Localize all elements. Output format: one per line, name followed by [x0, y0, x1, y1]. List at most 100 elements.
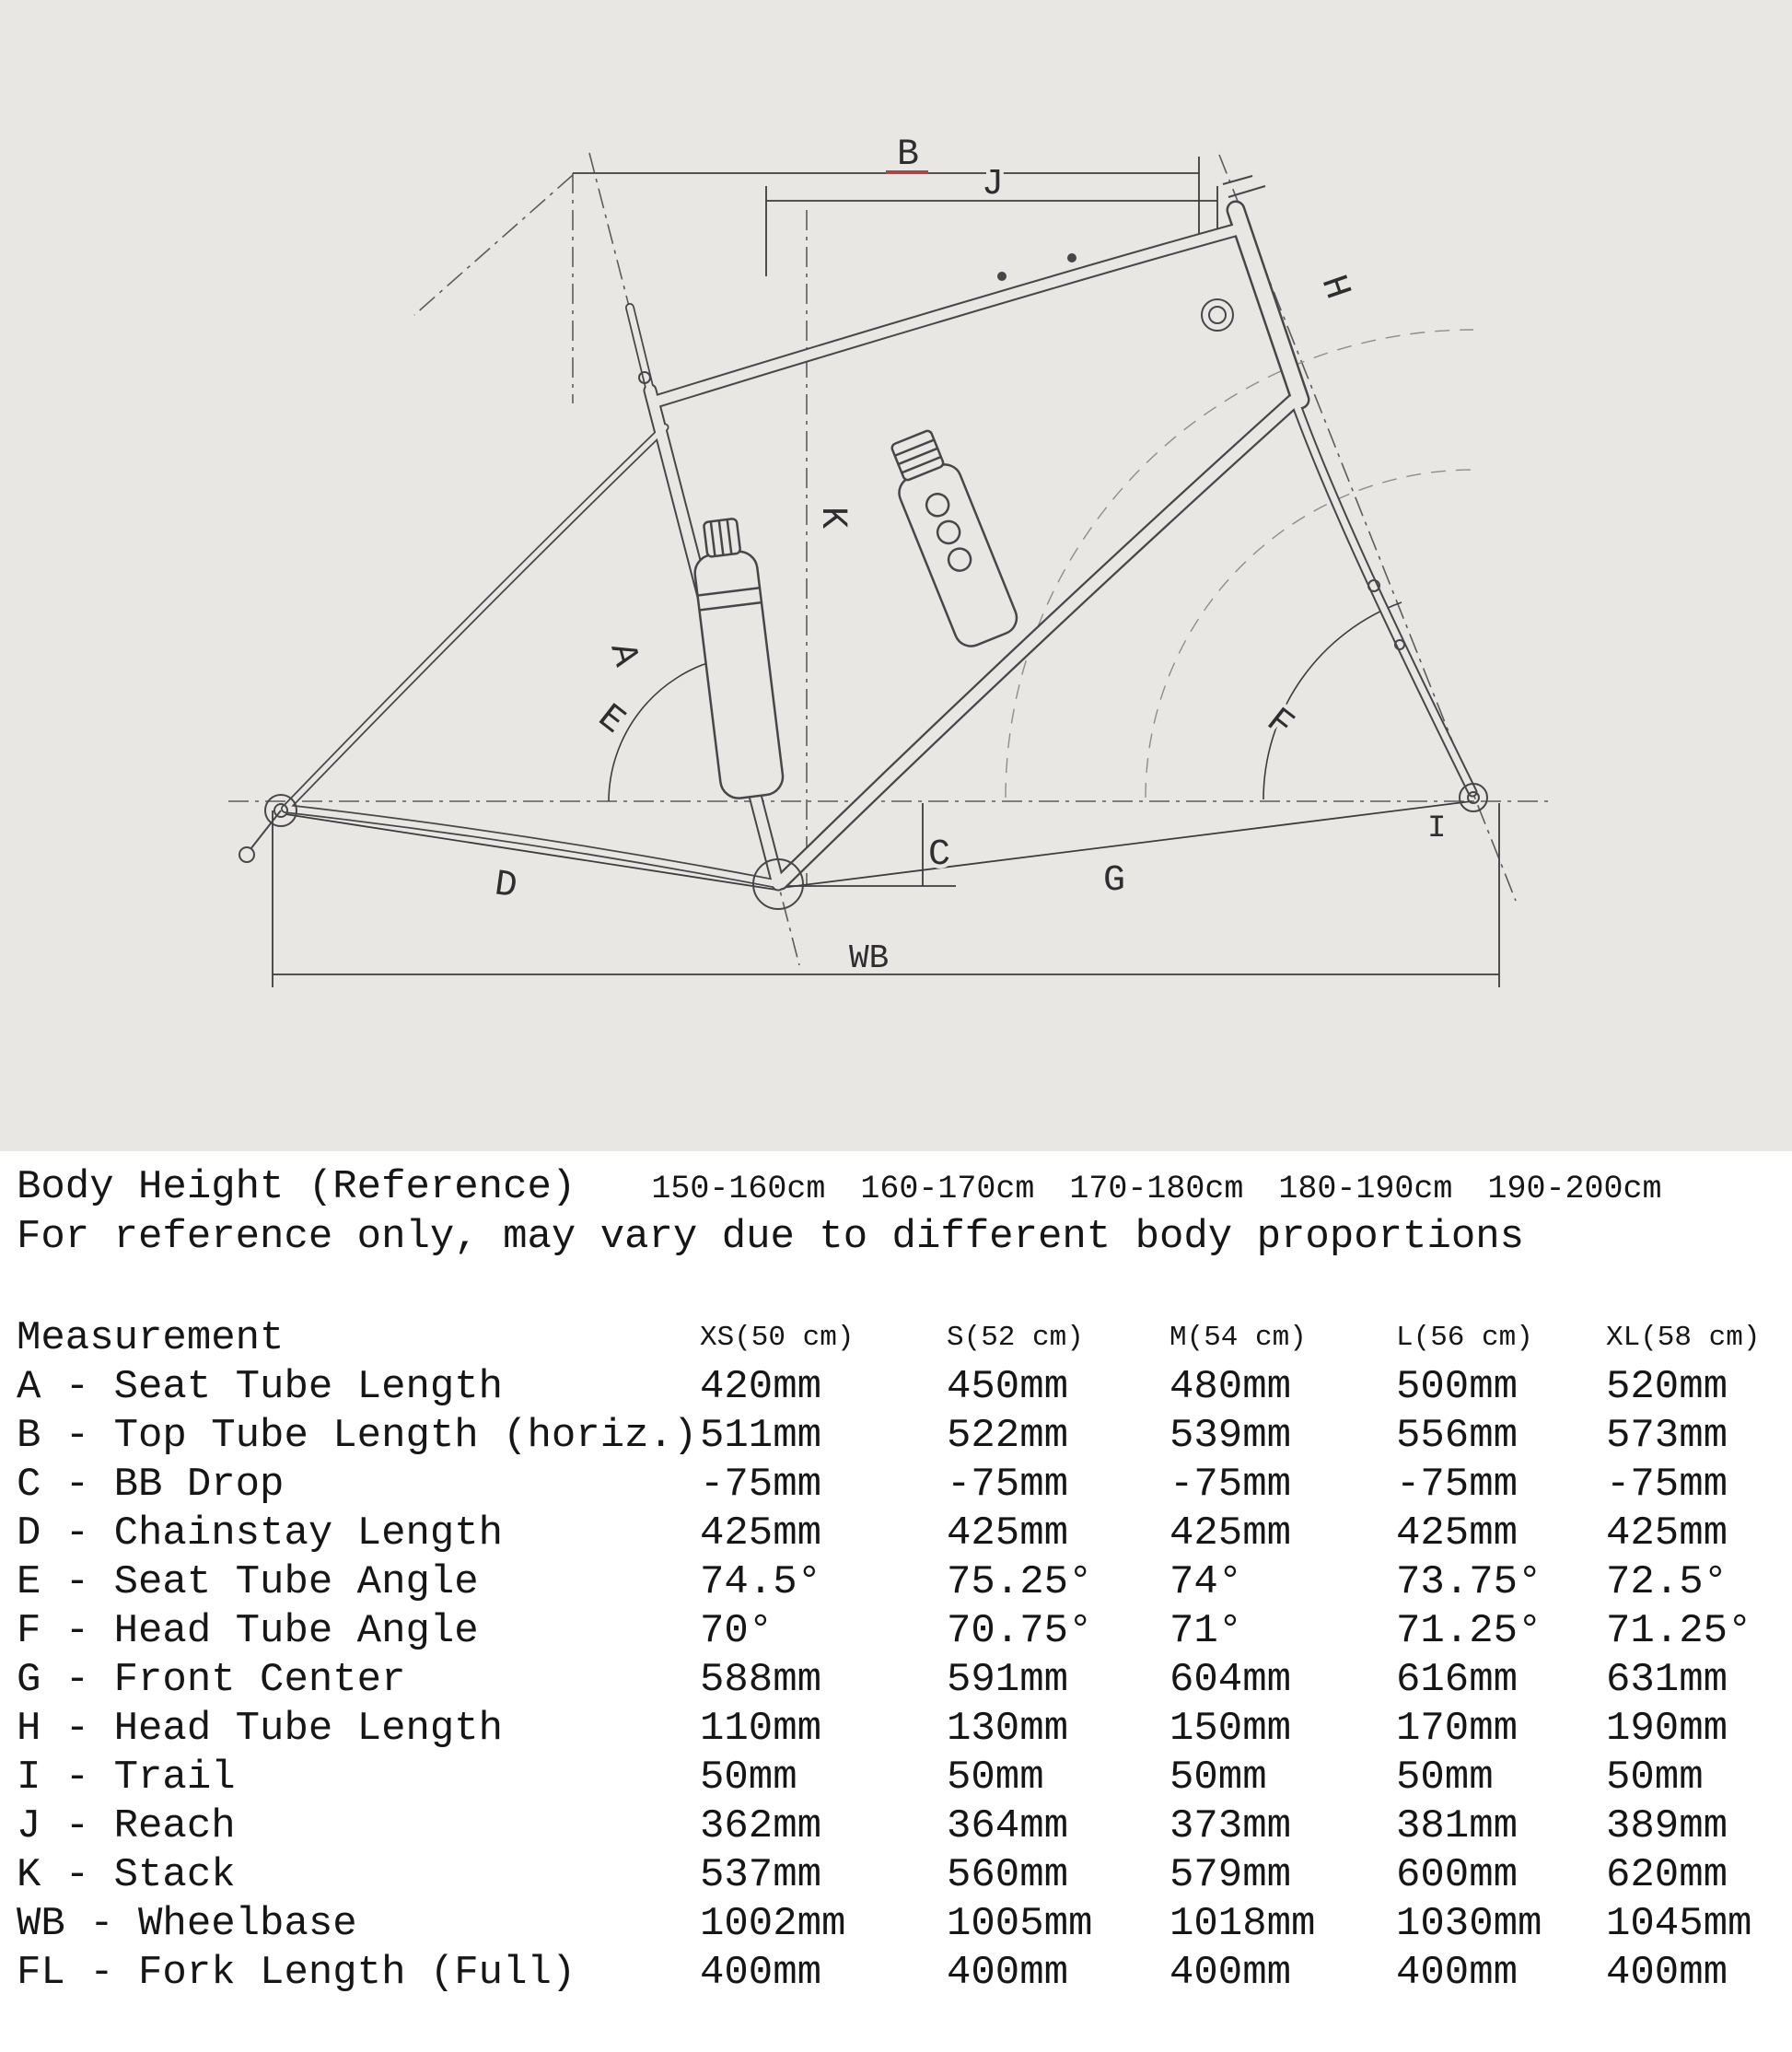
value-cell: 511mm: [700, 1412, 822, 1459]
value-cell: 591mm: [947, 1656, 1069, 1703]
value-cell: 537mm: [700, 1851, 822, 1898]
value-cell: 425mm: [1396, 1510, 1519, 1556]
value-cell: 420mm: [700, 1363, 822, 1410]
value-cell: 631mm: [1606, 1656, 1728, 1703]
body-height-range: 170-180cm: [1069, 1171, 1244, 1207]
row-label: J - Reach: [17, 1802, 236, 1849]
value-cell: -75mm: [947, 1461, 1069, 1508]
wheel-arcs: [1005, 329, 1474, 799]
value-cell: 480mm: [1169, 1363, 1292, 1410]
row-label: H - Head Tube Length: [17, 1705, 504, 1752]
label-f: F: [1258, 701, 1301, 747]
row-label: I - Trail: [17, 1754, 236, 1801]
value-cell: 600mm: [1396, 1851, 1519, 1898]
value-cell: 170mm: [1396, 1705, 1519, 1752]
size-header: L(56 cm): [1396, 1322, 1533, 1354]
value-cell: 71.25°: [1396, 1607, 1542, 1654]
value-cell: 71.25°: [1606, 1607, 1752, 1654]
value-cell: 373mm: [1169, 1802, 1292, 1849]
value-cell: 75.25°: [947, 1558, 1093, 1605]
body-height-range: 180-190cm: [1278, 1171, 1453, 1207]
value-cell: 71°: [1169, 1607, 1243, 1654]
value-cell: 1002mm: [700, 1900, 846, 1947]
value-cell: 616mm: [1396, 1656, 1519, 1703]
body-height-range: 160-170cm: [860, 1171, 1035, 1207]
size-header: XS(50 cm): [700, 1322, 855, 1354]
angle-arcs: [608, 601, 1402, 802]
value-cell: 604mm: [1169, 1656, 1292, 1703]
row-label: WB - Wheelbase: [17, 1900, 357, 1947]
value-cell: 400mm: [1396, 1949, 1519, 1996]
value-cell: 381mm: [1396, 1802, 1519, 1849]
label-c: C: [928, 834, 950, 876]
label-d: D: [492, 864, 519, 908]
value-cell: 70°: [700, 1607, 774, 1654]
row-label: D - Chainstay Length: [17, 1510, 504, 1556]
water-bottle-down-tube: [890, 429, 1018, 647]
label-e: E: [589, 697, 633, 743]
value-cell: 539mm: [1169, 1412, 1292, 1459]
row-label: G - Front Center: [17, 1656, 406, 1703]
value-cell: 400mm: [1606, 1949, 1728, 1996]
value-cell: 50mm: [1396, 1754, 1494, 1801]
value-cell: 425mm: [1169, 1510, 1292, 1556]
label-b: B: [897, 134, 919, 176]
value-cell: 500mm: [1396, 1363, 1519, 1410]
water-bottle-seat-tube: [693, 518, 785, 799]
row-label: E - Seat Tube Angle: [17, 1558, 479, 1605]
value-cell: 72.5°: [1606, 1558, 1728, 1605]
value-cell: 50mm: [700, 1754, 797, 1801]
table-row: F - Head Tube Angle 70° 70.75° 71° 71.25° 71.…: [17, 1606, 1775, 1655]
frame-geometry-diagram: B J H K A E F C D G WB I: [0, 0, 1792, 1151]
bike-frame-drawing: B J H K A E F C D G WB I: [228, 134, 1554, 987]
value-cell: 520mm: [1606, 1363, 1728, 1410]
value-cell: 400mm: [1169, 1949, 1292, 1996]
value-cell: 425mm: [1606, 1510, 1728, 1556]
size-header: XL(58 cm): [1606, 1322, 1761, 1354]
label-k: K: [811, 507, 853, 529]
value-cell: 1018mm: [1169, 1900, 1316, 1947]
value-cell: 522mm: [947, 1412, 1069, 1459]
table-row: C - BB Drop-75mm-75mm-75mm-75mm-75mm: [17, 1460, 1775, 1509]
value-cell: 70.75°: [947, 1607, 1093, 1654]
value-cell: 50mm: [1606, 1754, 1704, 1801]
value-cell: 425mm: [947, 1510, 1069, 1556]
value-cell: 1005mm: [947, 1900, 1093, 1947]
table-row: D - Chainstay Length 425mm 425mm 425mm 425mm…: [17, 1509, 1775, 1557]
table-row: A - Seat Tube Length 420mm 450mm 480mm 500mm…: [17, 1362, 1775, 1411]
value-cell: 130mm: [947, 1705, 1069, 1752]
value-cell: 73.75°: [1396, 1558, 1542, 1605]
value-cell: -75mm: [1169, 1461, 1292, 1508]
value-cell: 1030mm: [1396, 1900, 1542, 1947]
frame-tubes-inner: [282, 203, 1476, 890]
value-cell: 450mm: [947, 1363, 1069, 1410]
value-cell: 389mm: [1606, 1802, 1728, 1849]
value-cell: 50mm: [947, 1754, 1044, 1801]
value-cell: -75mm: [1396, 1461, 1519, 1508]
value-cell: 556mm: [1396, 1412, 1519, 1459]
value-cell: 190mm: [1606, 1705, 1728, 1752]
value-cell: 74°: [1169, 1558, 1243, 1605]
row-label: K - Stack: [17, 1851, 236, 1898]
label-g: G: [1103, 860, 1125, 902]
row-label: A - Seat Tube Length: [17, 1363, 504, 1410]
frame-details: [239, 175, 1488, 910]
value-cell: 110mm: [700, 1705, 822, 1752]
row-label: F - Head Tube Angle: [17, 1607, 479, 1654]
value-cell: 362mm: [700, 1802, 822, 1849]
value-cell: 560mm: [947, 1851, 1069, 1898]
measurement-header: Measurement: [17, 1314, 285, 1361]
value-cell: -75mm: [700, 1461, 822, 1508]
row-label: FL - Fork Length (Full): [17, 1949, 576, 1996]
label-a: A: [599, 639, 646, 671]
value-cell: 620mm: [1606, 1851, 1728, 1898]
